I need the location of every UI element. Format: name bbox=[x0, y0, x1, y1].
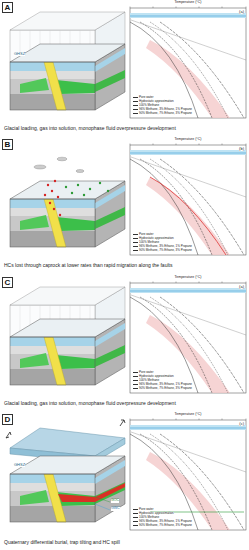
panel-caption: Glacial loading, gas into solution, mono… bbox=[4, 126, 176, 132]
panel-letter-box: D bbox=[2, 414, 13, 425]
plot-letter: (a) bbox=[239, 10, 244, 14]
plot-letter: (a) bbox=[239, 285, 244, 289]
legend-text: 100% Methane bbox=[139, 241, 159, 244]
legend-text: 96% Methane, 3% Ethane, 1% Propane bbox=[139, 245, 192, 248]
panel-caption: HCs lost through caprock at lower rates … bbox=[4, 263, 172, 269]
legend-entry: Hydrostatic approximation bbox=[133, 100, 174, 103]
legend-entry: 100% Methane bbox=[133, 241, 159, 244]
plot-letter: (b) bbox=[239, 147, 244, 151]
legend-entry: 100% Methane bbox=[133, 379, 159, 382]
panel-letter-box: C bbox=[2, 277, 13, 288]
contact-label: GWC bbox=[111, 507, 120, 511]
legend-entry: 90% Methane, 7% Ethane, 3% Propane bbox=[133, 249, 192, 252]
legend-line-sample bbox=[133, 380, 138, 381]
legend-line-sample bbox=[133, 250, 138, 251]
legend-line-sample bbox=[133, 513, 138, 514]
legend-line-sample bbox=[133, 113, 138, 114]
legend-line-sample bbox=[133, 234, 138, 235]
legend-line-sample bbox=[133, 509, 138, 510]
legend-text: Pore water bbox=[139, 371, 154, 374]
legend-line-sample bbox=[133, 109, 138, 110]
legend-text: 90% Methane, 7% Ethane, 3% Propane bbox=[139, 249, 192, 252]
legend-text: 90% Methane, 7% Ethane, 3% Propane bbox=[139, 387, 192, 390]
legend-entry: 96% Methane, 3% Ethane, 1% Propane bbox=[133, 108, 192, 111]
legend-line-sample bbox=[133, 246, 138, 247]
legend-line-sample bbox=[133, 97, 138, 98]
zone-label: GHSZ bbox=[14, 463, 25, 467]
legend-entry: Hydrostatic approximation bbox=[133, 512, 174, 515]
legend-entry: 96% Methane, 3% Ethane, 1% Propane bbox=[133, 383, 192, 386]
legend-text: 90% Methane, 7% Ethane, 3% Propane bbox=[139, 112, 192, 115]
axis-title: Temperature (°C) bbox=[175, 276, 202, 280]
legend-line-sample bbox=[133, 521, 138, 522]
legend-text: Hydrostatic approximation bbox=[139, 375, 174, 378]
panel-letter: A bbox=[5, 4, 11, 12]
zone-label: GHSZ bbox=[14, 52, 25, 56]
legend-line-sample bbox=[133, 525, 138, 526]
legend-entry: 90% Methane, 7% Ethane, 3% Propane bbox=[133, 112, 192, 115]
legend-entry: 100% Methane bbox=[133, 516, 159, 519]
legend-text: 100% Methane bbox=[139, 104, 159, 107]
legend-line-sample bbox=[133, 238, 138, 239]
legend-entry: Hydrostatic approximation bbox=[133, 375, 174, 378]
axis-title: Temperature (°C) bbox=[175, 138, 202, 142]
legend-entry: 100% Methane bbox=[133, 104, 159, 107]
panel-letter: C bbox=[5, 279, 11, 287]
legend-entry: 96% Methane, 3% Ethane, 1% Propane bbox=[133, 245, 192, 248]
legend-line-sample bbox=[133, 105, 138, 106]
legend-text: Pore water bbox=[139, 508, 154, 511]
legend-entry: Pore water bbox=[133, 371, 154, 374]
legend-line-sample bbox=[133, 101, 138, 102]
legend-line-sample bbox=[133, 376, 138, 377]
legend-line-sample bbox=[133, 372, 138, 373]
legend-text: 96% Methane, 3% Ethane, 1% Propane bbox=[139, 520, 192, 523]
legend-line-sample bbox=[133, 242, 138, 243]
legend-text: 96% Methane, 3% Ethane, 1% Propane bbox=[139, 383, 192, 386]
axis-title: Temperature (°C) bbox=[175, 1, 202, 5]
legend-entry: Pore water bbox=[133, 233, 154, 236]
legend-text: 100% Methane bbox=[139, 516, 159, 519]
plot-letter: (c) bbox=[239, 422, 244, 426]
legend-line-sample bbox=[133, 517, 138, 518]
legend-text: Pore water bbox=[139, 233, 154, 236]
legend-entry: Pore water bbox=[133, 96, 154, 99]
panel-letter: D bbox=[5, 416, 11, 424]
panel-letter-box: B bbox=[2, 139, 13, 150]
legend-entry: 90% Methane, 7% Ethane, 3% Propane bbox=[133, 387, 192, 390]
legend-entry: 96% Methane, 3% Ethane, 1% Propane bbox=[133, 520, 192, 523]
legend-entry: 90% Methane, 7% Ethane, 3% Propane bbox=[133, 524, 192, 527]
legend-line-sample bbox=[133, 388, 138, 389]
legend-entry: Pore water bbox=[133, 508, 154, 511]
panel-caption: Quaternary differential burial, trap til… bbox=[4, 540, 120, 546]
legend-text: 100% Methane bbox=[139, 379, 159, 382]
contact-label: GOC bbox=[111, 499, 119, 503]
legend-entry: Hydrostatic approximation bbox=[133, 237, 174, 240]
legend-text: Hydrostatic approximation bbox=[139, 237, 174, 240]
axis-title: Temperature (°C) bbox=[175, 413, 202, 417]
panel-caption: Glacial loading, gas into solution, mono… bbox=[4, 401, 176, 407]
legend-text: 96% Methane, 3% Ethane, 1% Propane bbox=[139, 108, 192, 111]
panel-letter-box: A bbox=[2, 2, 13, 13]
legend-text: Pore water bbox=[139, 96, 154, 99]
legend-text: 90% Methane, 7% Ethane, 3% Propane bbox=[139, 524, 192, 527]
legend-line-sample bbox=[133, 384, 138, 385]
legend-text: Hydrostatic approximation bbox=[139, 512, 174, 515]
legend-text: Hydrostatic approximation bbox=[139, 100, 174, 103]
panel-letter: B bbox=[5, 141, 11, 149]
